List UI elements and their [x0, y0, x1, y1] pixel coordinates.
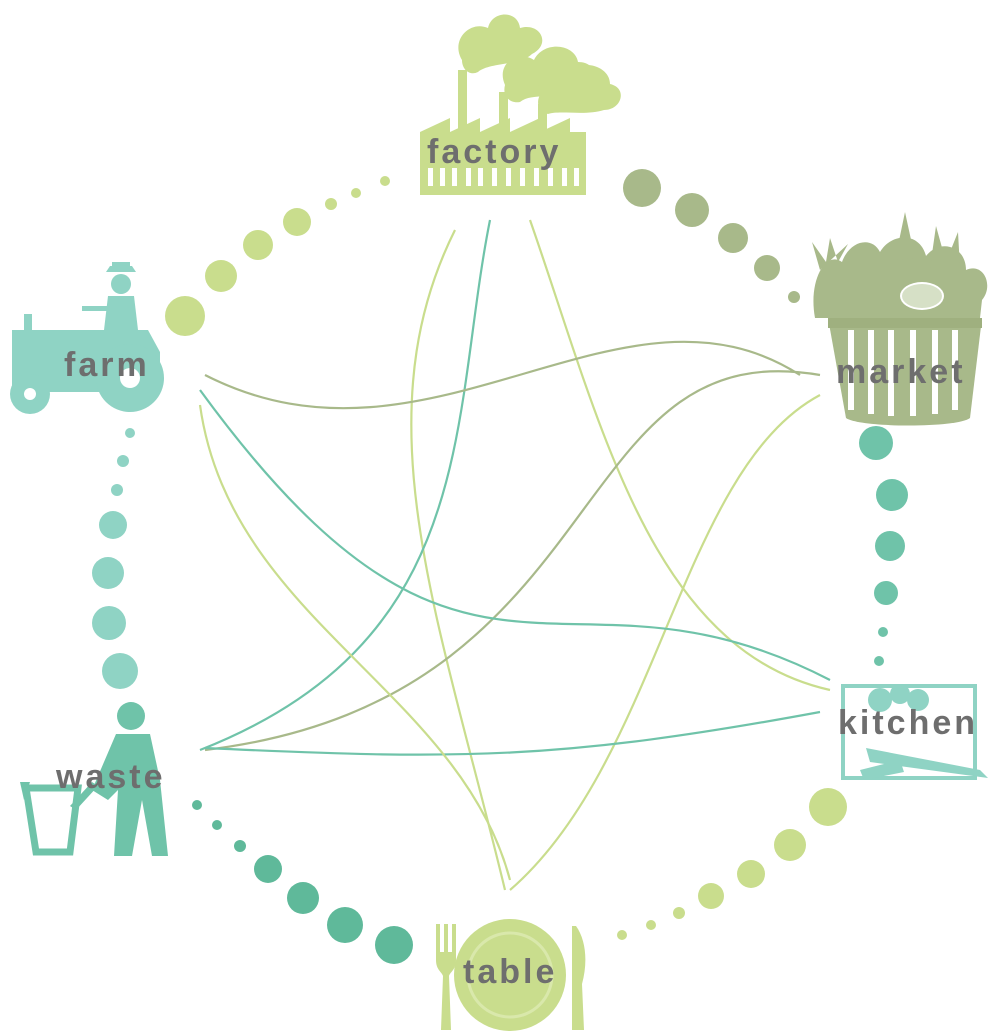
factory-icon — [420, 14, 621, 195]
connector-dot — [874, 656, 884, 666]
connector-dot — [205, 260, 237, 292]
curve-factory-waste — [199, 219, 492, 752]
connector-dot — [375, 926, 413, 964]
connector-dot — [327, 907, 363, 943]
table-label: table — [463, 953, 557, 991]
dot-path-farm-factory — [165, 176, 390, 336]
connector-dot — [325, 198, 337, 210]
kitchen-icon — [841, 684, 988, 780]
dot-path-kitchen-table — [617, 788, 847, 940]
plate-cutlery-icon — [436, 919, 586, 1031]
dot-path-factory-market — [623, 169, 800, 303]
connector-dot — [99, 511, 127, 539]
connector-dot — [878, 627, 888, 637]
connector-dot — [380, 176, 390, 186]
connector-dot — [623, 169, 661, 207]
curve-farm-table — [198, 404, 512, 881]
dot-path-waste-farm — [92, 428, 138, 689]
market-basket-icon — [812, 212, 988, 426]
waste-worker-icon — [20, 702, 168, 856]
connector-dot — [92, 557, 124, 589]
connector-dot — [117, 455, 129, 467]
curve-market-table — [509, 394, 821, 891]
connector-dot — [737, 860, 765, 888]
table-node: table — [436, 919, 586, 1031]
farm-node: farm — [10, 262, 164, 414]
connector-dot — [675, 193, 709, 227]
market-node: market — [812, 212, 988, 426]
connector-dot — [876, 479, 908, 511]
curve-factory-kitchen — [528, 219, 831, 692]
connector-dot — [754, 255, 780, 281]
connector-dot — [698, 883, 724, 909]
connector-dot — [125, 428, 135, 438]
connector-dot — [243, 230, 273, 260]
connector-dot — [788, 291, 800, 303]
connector-dot — [111, 484, 123, 496]
market-label: market — [836, 353, 966, 391]
waste-label: waste — [55, 758, 166, 796]
curve-market-farm — [204, 340, 801, 410]
connector-dot — [192, 800, 202, 810]
connector-dot — [165, 296, 205, 336]
connector-dot — [673, 907, 685, 919]
connector-dot — [809, 788, 847, 826]
connector-dot — [234, 840, 246, 852]
waste-node: waste — [20, 702, 168, 856]
connector-dot — [351, 188, 361, 198]
connector-dot — [92, 606, 126, 640]
dot-path-table-waste — [192, 800, 413, 964]
curve-kitchen-waste — [204, 710, 821, 756]
connector-dot — [859, 426, 893, 460]
connector-dot — [287, 882, 319, 914]
connector-dot — [874, 581, 898, 605]
farm-label: farm — [64, 346, 150, 384]
connector-dot — [283, 208, 311, 236]
connector-dot — [212, 820, 222, 830]
connector-dot — [617, 930, 627, 940]
connector-dot — [875, 531, 905, 561]
factory-node: factory — [420, 14, 621, 195]
connector-dot — [254, 855, 282, 883]
connector-dot — [774, 829, 806, 861]
kitchen-node: kitchen — [838, 684, 988, 780]
curve-kitchen-farm — [199, 389, 831, 681]
curve-factory-table — [410, 229, 507, 891]
kitchen-label: kitchen — [838, 704, 978, 742]
dot-path-market-kitchen — [859, 426, 908, 666]
connector-dot — [718, 223, 748, 253]
connection-curves — [198, 219, 831, 891]
connector-dot — [646, 920, 656, 930]
factory-label: factory — [427, 133, 561, 171]
curve-market-waste — [204, 370, 821, 752]
connector-dot — [102, 653, 138, 689]
